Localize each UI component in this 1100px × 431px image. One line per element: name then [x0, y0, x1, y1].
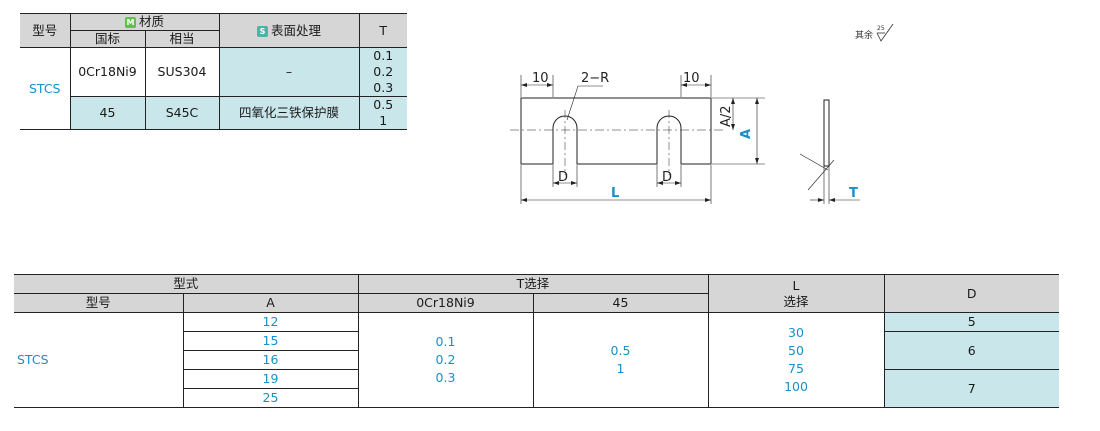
- t-value: 0.1: [359, 47, 407, 64]
- header-d: D: [884, 274, 1059, 313]
- part-outline: [520, 97, 712, 165]
- dim-half-a: A/2: [719, 105, 734, 127]
- header-equivalent: 相当: [145, 30, 220, 48]
- t-45-values: 0.5 1: [533, 312, 709, 408]
- dim-a: A: [739, 129, 754, 139]
- dim-t: T: [849, 186, 858, 201]
- d-value: 5: [884, 312, 1059, 332]
- t-stainless-value: 0.1: [435, 334, 456, 349]
- l-value: 100: [784, 379, 808, 394]
- roughness-symbol-icon: 25: [876, 23, 894, 42]
- l-value: 75: [788, 361, 804, 376]
- national-cell: 0Cr18Ni9: [70, 47, 146, 97]
- header-t-stainless: 0Cr18Ni9: [358, 293, 534, 313]
- national-cell: 45: [70, 96, 146, 130]
- dim-l: L: [611, 186, 619, 201]
- a-value: 12: [183, 312, 359, 332]
- header-a: A: [183, 293, 359, 313]
- t-stainless-value: 0.3: [435, 370, 456, 385]
- header-material-label: 材质: [138, 14, 164, 29]
- l-value: 30: [788, 325, 804, 340]
- a-value: 19: [183, 369, 359, 389]
- header-l-select: L 选择: [708, 274, 885, 313]
- d-value: 6: [884, 331, 1059, 370]
- surface-tag-icon: S: [256, 25, 268, 37]
- t-value: 0.3: [359, 80, 407, 97]
- roughness-value: 25: [877, 25, 885, 32]
- header-model: 型号: [20, 13, 71, 48]
- t-45-value: 0.5: [610, 343, 631, 358]
- a-value: 15: [183, 331, 359, 351]
- material-tag-icon: M: [124, 17, 136, 28]
- dim-slot-radius: 2−R: [581, 71, 609, 86]
- dim-right: 10: [683, 71, 700, 86]
- a-value: 16: [183, 350, 359, 370]
- equivalent-cell: S45C: [145, 96, 220, 130]
- header-model: 型号: [14, 293, 184, 313]
- header-l: L: [792, 277, 800, 293]
- dim-d2: D: [662, 170, 672, 185]
- surface-roughness-note: 其余 25: [855, 23, 898, 42]
- header-t: T: [359, 13, 407, 48]
- header-type: 型式: [14, 274, 359, 294]
- a-value: 25: [183, 388, 359, 408]
- header-national: 国标: [70, 30, 146, 48]
- t-value: 0.2: [359, 64, 407, 80]
- t-stainless-value: 0.2: [435, 352, 456, 367]
- surface-note-text: 其余: [855, 31, 874, 41]
- header-t-select: T选择: [358, 274, 709, 294]
- t-45-value: 1: [616, 361, 625, 376]
- spec-table: 型式 T选择 L 选择 D 型号 A 0Cr18Ni9 45 STCS 12 0…: [14, 274, 1059, 408]
- t-stainless-values: 0.1 0.2 0.3: [358, 312, 534, 408]
- d-value: 7: [884, 369, 1059, 408]
- surface-cell: 四氧化三铁保护膜: [219, 96, 360, 130]
- header-t-45: 45: [533, 293, 709, 313]
- l-values: 30 50 75 100: [708, 312, 885, 408]
- t-value: 1: [359, 113, 407, 130]
- header-surface-label: 表面处理: [270, 22, 321, 38]
- l-value: 50: [788, 343, 804, 358]
- header-select: 选择: [783, 293, 809, 309]
- equivalent-cell: SUS304: [145, 47, 220, 97]
- surface-cell: –: [219, 47, 360, 97]
- t-value: 0.5: [359, 96, 407, 113]
- spec-model-cell: STCS: [14, 312, 184, 408]
- dim-d1: D: [558, 170, 568, 185]
- model-cell: STCS: [20, 47, 71, 130]
- dim-left: 10: [532, 71, 549, 86]
